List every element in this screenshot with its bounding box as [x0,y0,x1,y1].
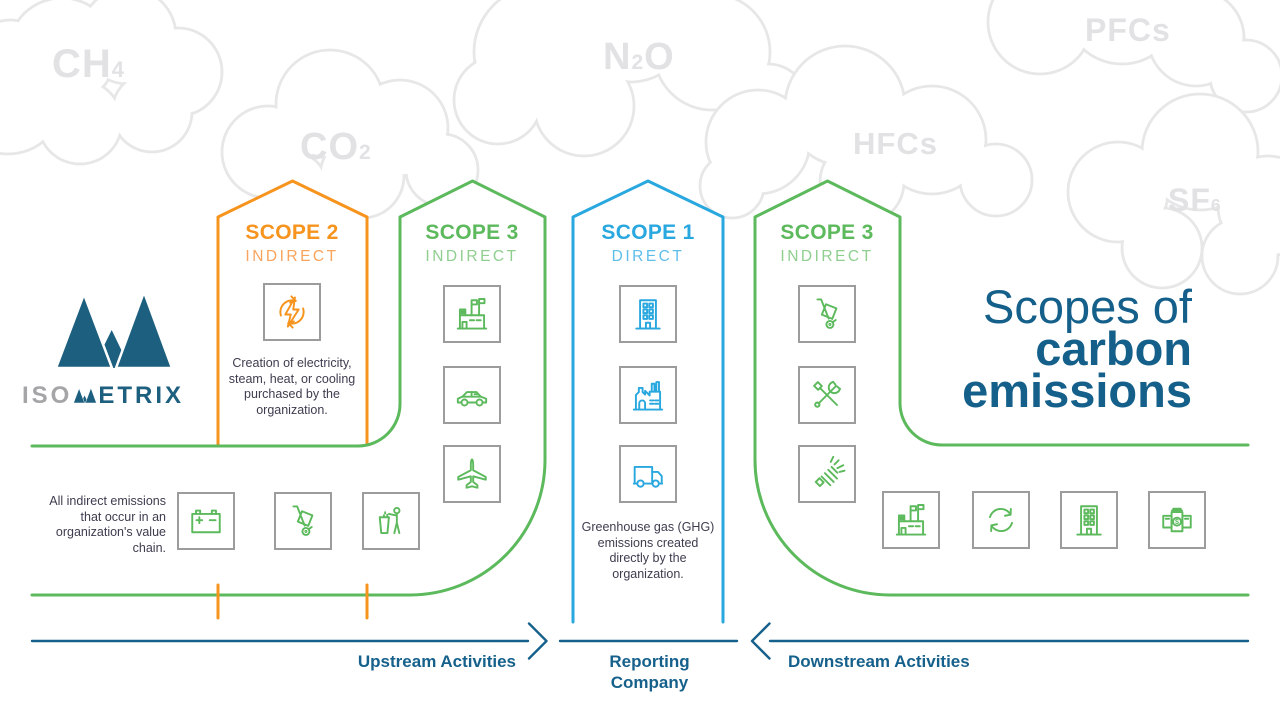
scope3-downstream-title: SCOPE 3 [780,221,874,244]
office-building-icon [1060,491,1118,549]
scope2-stub-lines [216,583,369,620]
factory-flags-icon [882,491,940,549]
factory-flags-icon [443,285,501,343]
scope2-header: SCOPE 2 INDIRECT [217,221,367,266]
recycle-icon [972,491,1030,549]
scope3-downstream-subtitle: INDIRECT [780,248,874,265]
scope3-downstream-header: SCOPE 3 INDIRECT [752,221,902,266]
scope3-upstream-header: SCOPE 3 INDIRECT [397,221,547,266]
office-building-icon [619,285,677,343]
isometrix-logo-text: ISO ETRIX [22,382,184,410]
battery-icon [177,492,235,550]
scope2-description: Creation of electricity, steam, heat, or… [228,356,356,417]
scope1-title: SCOPE 1 [601,221,695,244]
gas-label-pfcs: PFCs [1085,12,1171,48]
truck-icon [619,445,677,503]
title-line1: Scopes of [982,280,1192,333]
scope2-title: SCOPE 2 [245,221,339,244]
svg-text:$: $ [1175,518,1179,526]
gas-label-co2: CO2 [300,126,372,168]
scope1-description: Greenhouse gas (GHG) emissions created d… [581,520,715,581]
gas-label-ch4: CH4 [52,42,126,86]
hand-truck-icon [798,285,856,343]
title-line2: carbon [1035,322,1192,375]
gas-label-sf6: SF6 [1168,182,1222,218]
scope3-downstream-outline [753,179,1250,597]
page-title: Scopes of carbon emissions [900,280,1192,417]
logo-prefix: ISO [22,382,73,409]
downstream-activities-label: Downstream Activities [788,652,970,671]
logo-suffix: ETRIX [98,382,185,409]
title-line3: emissions [962,364,1192,417]
factory-icon [619,366,677,424]
scope2-subtitle: INDIRECT [245,248,339,265]
scope3-upstream-title: SCOPE 3 [425,221,519,244]
scope3-upstream-subtitle: INDIRECT [425,248,519,265]
scope1-subtitle: DIRECT [611,248,685,265]
litter-icon [362,492,420,550]
tools-icon [798,366,856,424]
scope3-upstream-outline [30,179,547,597]
clouds-graphic [0,0,1280,296]
car-icon [443,366,501,424]
hand-truck-icon [274,492,332,550]
downstream-arrowhead [750,622,771,660]
cfl-bulb-icon [798,445,856,503]
scope1-header: SCOPE 1 DIRECT [573,221,723,266]
gas-label-n2o: N2O [603,36,675,78]
reporting-company-label: Reporting Company [609,652,690,692]
airplane-icon [443,445,501,503]
logo-m-triangle-icon [73,387,98,404]
upstream-activities-label: Upstream Activities [357,652,516,671]
gas-label-hfcs: HFCs [853,126,938,161]
electricity-icon [263,283,321,341]
isometrix-logo-mark [54,288,174,370]
upstream-arrowhead [527,622,548,660]
money-icon: $ [1148,491,1206,549]
upstream-strip-text: All indirect emissions that occur in an … [49,494,166,555]
